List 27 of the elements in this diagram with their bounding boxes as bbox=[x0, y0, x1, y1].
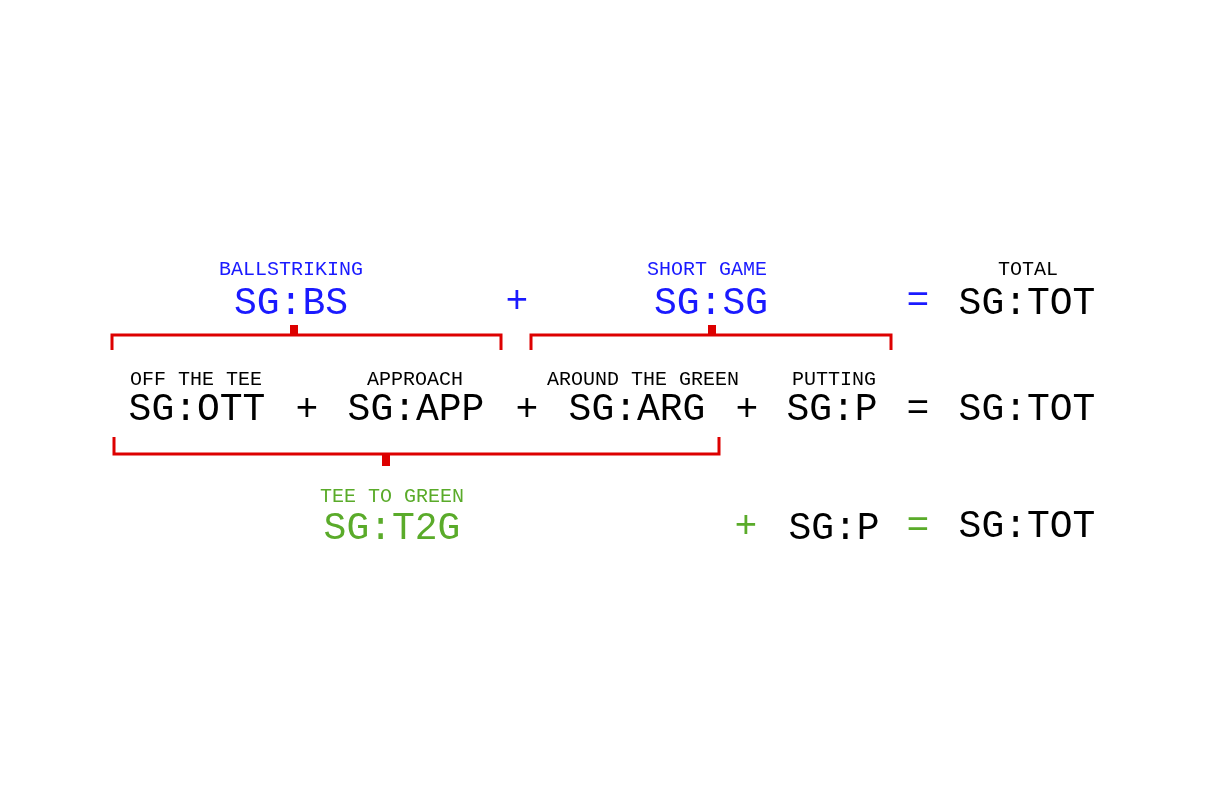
formula-term: = bbox=[906, 391, 930, 429]
formula-term: SG:ARG bbox=[568, 391, 706, 429]
formula-term: SG:TOT bbox=[958, 285, 1096, 323]
formula-term: SG:BS bbox=[234, 285, 348, 323]
term-label: TOTAL bbox=[998, 260, 1058, 280]
formula-term: + bbox=[734, 508, 758, 546]
term-label: APPROACH bbox=[367, 370, 463, 390]
formula-term: SG:P bbox=[786, 391, 878, 429]
formula-term: = bbox=[906, 283, 930, 321]
formula-term: = bbox=[906, 508, 930, 546]
formula-term: + bbox=[295, 391, 319, 429]
formula-term: SG:T2G bbox=[323, 510, 461, 548]
term-label: TEE TO GREEN bbox=[320, 487, 464, 507]
term-label: SHORT GAME bbox=[647, 260, 767, 280]
formula-term: + bbox=[515, 391, 539, 429]
formula-term: SG:P bbox=[788, 510, 880, 548]
formula-term: SG:OTT bbox=[128, 391, 266, 429]
formula-term: SG:SG bbox=[654, 285, 768, 323]
formula-term: SG:APP bbox=[347, 391, 485, 429]
formula-term: SG:TOT bbox=[958, 391, 1096, 429]
formula-term: + bbox=[505, 283, 529, 321]
term-label: PUTTING bbox=[792, 370, 876, 390]
term-label: OFF THE TEE bbox=[130, 370, 262, 390]
term-label: AROUND THE GREEN bbox=[547, 370, 739, 390]
formula-term: + bbox=[735, 391, 759, 429]
term-label: BALLSTRIKING bbox=[219, 260, 363, 280]
formula-term: SG:TOT bbox=[958, 508, 1096, 546]
